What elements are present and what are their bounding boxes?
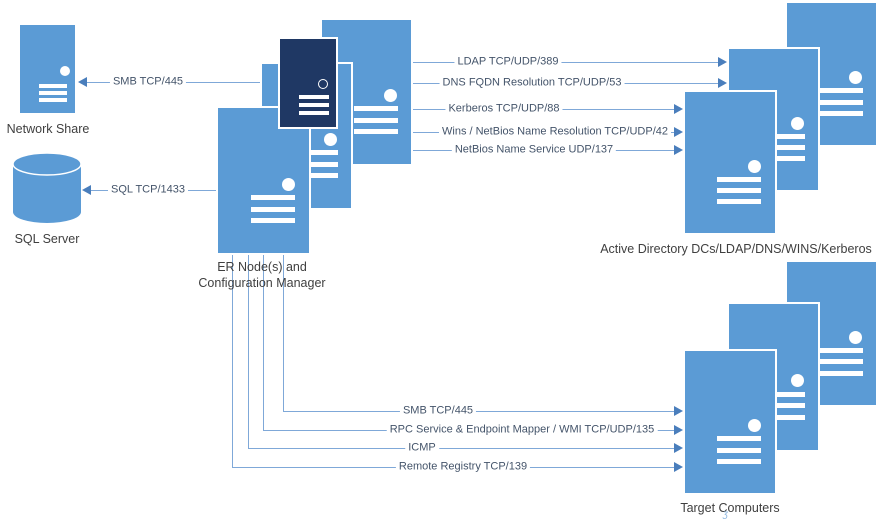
active-directory-label: Active Directory DCs/LDAP/DNS/WINS/Kerbe…: [600, 242, 872, 256]
edge-label: SMB TCP/445: [109, 75, 187, 89]
arrow-left-icon: [78, 77, 87, 87]
database-cylinder-icon: [12, 152, 82, 223]
edge-label: Kerberos TCP/UDP/88: [445, 102, 563, 116]
er-node-label: ER Node(s) and Configuration Manager: [190, 259, 334, 291]
connector-line: [248, 448, 675, 449]
primary-server-icon: [278, 37, 338, 129]
edge-label: NetBios Name Service UDP/137: [451, 143, 617, 157]
edge-label: SQL TCP/1433: [108, 183, 188, 197]
edge-label: ICMP: [405, 441, 439, 455]
edge-label: Remote Registry TCP/139: [395, 460, 531, 474]
connector-line: [248, 255, 249, 448]
server-led-icon: [791, 116, 805, 130]
stray-ink-mark: ʒ: [723, 509, 728, 520]
connector-line: [232, 255, 233, 467]
server-icon: [216, 106, 311, 255]
arrow-right-icon: [674, 145, 683, 155]
arrow-right-icon: [674, 462, 683, 472]
server-led-icon: [748, 419, 762, 433]
arrow-right-icon: [674, 425, 683, 435]
connector-line: [283, 411, 675, 412]
edge-label: SMB TCP/445: [399, 404, 477, 418]
er-node-label-line1: ER Node(s) and: [217, 260, 307, 274]
edge-label: LDAP TCP/UDP/389: [454, 55, 562, 69]
network-share-label: Network Share: [6, 122, 90, 136]
edge-label: RPC Service & Endpoint Mapper / WMI TCP/…: [386, 423, 658, 437]
server-led-icon: [791, 374, 805, 388]
server-led-icon: [748, 159, 762, 173]
arrow-left-icon: [82, 185, 91, 195]
arrow-right-icon: [718, 57, 727, 67]
server-led-icon: [318, 78, 329, 89]
connector-line: [413, 62, 719, 63]
server-led-icon: [384, 89, 398, 103]
server-led-icon: [59, 65, 70, 76]
server-led-icon: [849, 330, 863, 344]
er-node-label-line2: Configuration Manager: [198, 276, 326, 290]
server-led-icon: [324, 133, 338, 147]
server-icon: [683, 90, 777, 235]
arrow-right-icon: [674, 406, 683, 416]
arrow-right-icon: [674, 104, 683, 114]
edge-label: DNS FQDN Resolution TCP/UDP/53: [439, 76, 625, 90]
server-led-icon: [849, 71, 863, 85]
server-icon: [683, 349, 777, 495]
edge-label: Wins / NetBios Name Resolution TCP/UDP/4…: [439, 125, 671, 139]
arrow-right-icon: [674, 443, 683, 453]
server-led-icon: [281, 177, 295, 191]
arrow-right-icon: [718, 78, 727, 88]
target-computers-label: Target Computers: [680, 501, 780, 515]
sql-server-label: SQL Server: [14, 232, 80, 246]
connector-line: [263, 255, 264, 430]
server-icon: [18, 23, 77, 115]
arrow-right-icon: [674, 127, 683, 137]
connector-line: [283, 255, 284, 411]
